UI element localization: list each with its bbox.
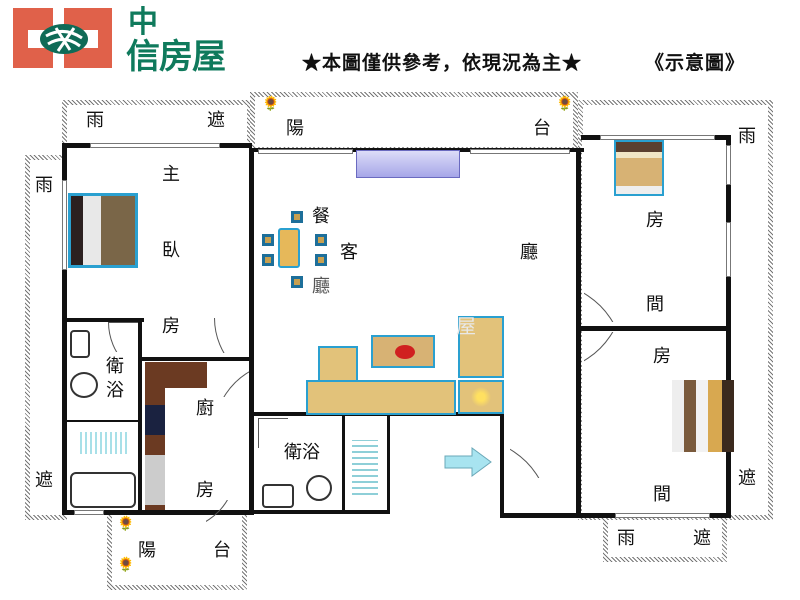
dining-chair: [291, 276, 303, 288]
tv-cabinet: [356, 150, 460, 178]
window: [90, 143, 220, 148]
shower-icon: [80, 432, 130, 454]
window: [74, 510, 104, 515]
dining-chair: [262, 254, 274, 266]
room-label: 陽: [138, 540, 156, 561]
washbasin-icon: [262, 484, 294, 508]
shelter-label: 遮: [35, 470, 53, 491]
watermark: 屋: [456, 314, 476, 338]
room-label: 房: [646, 210, 664, 231]
window: [726, 145, 731, 185]
globe-icon: [40, 24, 88, 54]
window: [600, 135, 715, 140]
window: [470, 149, 570, 154]
wall: [142, 357, 252, 361]
bed-ne: [614, 140, 664, 196]
wall: [62, 143, 67, 515]
room-label: 廳: [312, 276, 330, 297]
shelter-label: 遮: [207, 110, 225, 131]
plant-icon: 🌻: [262, 96, 280, 112]
room-label: 台: [533, 118, 551, 139]
dining-table: [278, 228, 300, 268]
room-label: 間: [646, 294, 664, 315]
bed-se: [672, 380, 734, 452]
sofa: [306, 380, 456, 415]
plant-icon: 🌻: [556, 96, 574, 112]
dining-chair: [315, 254, 327, 266]
room-label: 浴: [106, 380, 124, 401]
room-label: 廳: [520, 242, 538, 263]
diagram-tag: 《示意圖》: [645, 52, 746, 74]
plant-icon: 🌻: [117, 516, 135, 532]
bed-master: [68, 193, 138, 268]
wall: [138, 318, 142, 513]
armchair: [458, 316, 504, 378]
sofa-chaise: [318, 346, 358, 382]
room-label: 衛: [106, 356, 124, 377]
coffee-table: [371, 335, 435, 368]
room-label: 房: [162, 316, 180, 337]
disclaimer-notice: ★本圖僅供參考，依現況為主★: [302, 52, 583, 74]
brand-name-line1: 中: [128, 5, 158, 40]
balcony-top: [250, 92, 578, 152]
room-label: 餐: [312, 206, 330, 227]
room-label: 臥: [162, 240, 180, 261]
wall: [581, 326, 731, 331]
wall: [254, 510, 390, 514]
plant-icon: 🌻: [117, 557, 135, 573]
stove-icon: [145, 405, 165, 435]
rain-shelter-west: [25, 155, 67, 520]
shower-icon: [352, 440, 378, 495]
room-label: 陽: [286, 118, 304, 139]
brand-name-line2: 信房屋: [126, 37, 226, 77]
shelter-label: 雨: [35, 175, 53, 196]
toilet-icon: [70, 372, 98, 398]
wall: [387, 416, 390, 512]
window: [726, 222, 731, 277]
room-label: 房: [196, 480, 214, 501]
room-label: 主: [162, 164, 180, 185]
shelter-label: 雨: [738, 126, 756, 147]
shelter-label: 遮: [738, 468, 756, 489]
room-label: 客: [340, 242, 358, 263]
wall: [66, 420, 138, 422]
sink-icon: [145, 455, 165, 505]
room-label: 間: [653, 484, 671, 505]
room-label: 廚: [196, 398, 214, 419]
bathtub-icon: [70, 472, 136, 508]
window: [258, 149, 353, 154]
kitchen-counter-top: [145, 362, 207, 388]
shelter-label: 遮: [693, 528, 711, 549]
room-label: 房: [653, 346, 671, 367]
dining-chair: [315, 234, 327, 246]
door-bath-center[interactable]: [258, 418, 288, 448]
entrance-arrow-icon: [444, 447, 492, 477]
shelter-label: 雨: [617, 528, 635, 549]
wall: [500, 412, 504, 518]
window: [615, 513, 710, 518]
wall: [249, 148, 254, 513]
dining-chair: [291, 211, 303, 223]
washbasin-icon: [70, 330, 90, 358]
wall: [62, 510, 254, 515]
dining-chair: [262, 234, 274, 246]
wall: [342, 416, 345, 512]
flower-icon: [395, 345, 415, 359]
room-label: 衛浴: [284, 442, 320, 463]
room-label: 台: [213, 540, 231, 561]
balcony-bottom: [107, 510, 247, 590]
wall: [576, 148, 581, 518]
toilet-icon: [306, 475, 332, 501]
wall: [500, 513, 580, 518]
wall: [66, 318, 144, 322]
shelter-label: 雨: [86, 110, 104, 131]
window: [62, 180, 67, 270]
side-table-lamp: [458, 380, 504, 414]
